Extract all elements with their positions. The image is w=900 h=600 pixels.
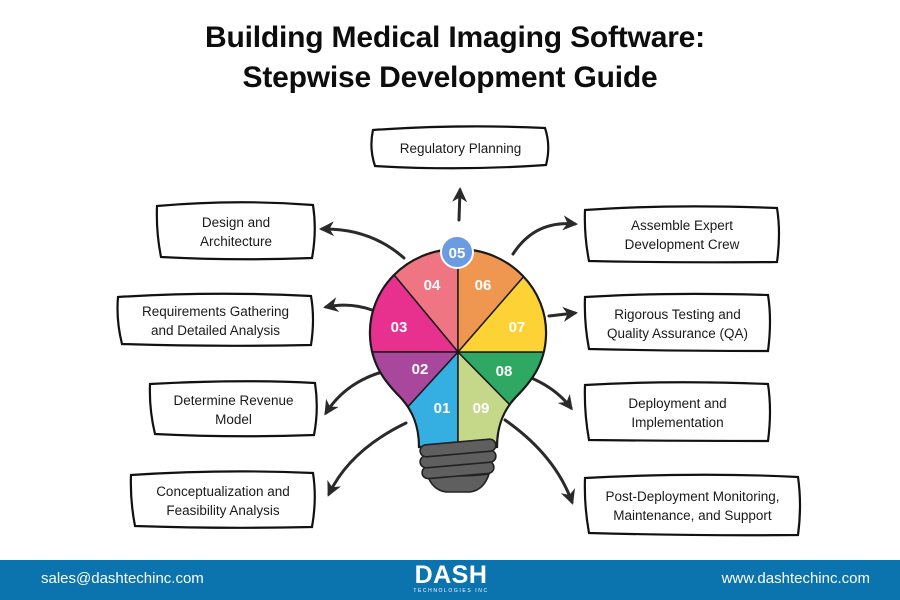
box-assemble-crew (583, 205, 781, 264)
num-04: 04 (424, 277, 441, 294)
box-revenue-model (148, 380, 318, 438)
arrow-to-design (319, 221, 406, 260)
arrow-to-requirements (323, 297, 374, 312)
step-label: Post-Deployment Monitoring,Maintenance, … (605, 489, 780, 523)
arrow-to-post-deployment (503, 418, 575, 505)
box-conceptualization (129, 470, 316, 529)
step-boxes (116, 125, 802, 537)
footer-email-link[interactable]: sales@dashtechinc.com (41, 570, 204, 587)
segment-05-badge (440, 235, 474, 269)
arrow-to-crew (511, 215, 578, 256)
segment-numbers: 05 04 06 03 07 02 08 01 09 (391, 245, 526, 417)
bulb-base (419, 438, 497, 493)
num-09: 09 (473, 400, 490, 417)
footer-bar: sales@dashtechinc.com DASH TECHNOLOGIES … (0, 560, 900, 600)
footer-website-link[interactable]: www.dashtechinc.com (721, 570, 870, 587)
arrow-to-conceptualization (327, 421, 408, 497)
box-deployment (583, 381, 772, 443)
title-line-2: Stepwise Development Guide (242, 61, 658, 94)
box-testing-qa (583, 292, 772, 353)
num-07: 07 (509, 319, 526, 336)
arrow-to-regulatory (452, 187, 468, 222)
num-06: 06 (475, 277, 492, 294)
arrow-to-testing (547, 306, 578, 322)
num-08: 08 (496, 363, 513, 380)
arrows (319, 187, 578, 505)
step-post-deployment: Post-Deployment Monitoring,Maintenance, … (585, 477, 800, 535)
title-line-1: Building Medical Imaging Software: (205, 21, 705, 54)
box-post-deployment (583, 473, 802, 537)
num-02: 02 (412, 361, 429, 378)
page-title: Building Medical Imaging Software: Stepw… (0, 18, 900, 98)
diagram-canvas: 05 04 06 03 07 02 08 01 09 (116, 125, 802, 537)
box-regulatory-planning (370, 125, 550, 170)
step-regulatory-planning: Regulatory Planning (373, 128, 548, 168)
num-05: 05 (449, 245, 466, 262)
box-design-architecture (155, 201, 316, 261)
logo-subtitle: TECHNOLOGIES INC (413, 588, 489, 594)
step-label: Regulatory Planning (399, 140, 522, 156)
dash-logo: DASH TECHNOLOGIES INC (410, 563, 492, 597)
box-requirements (116, 292, 315, 347)
logo-word: DASH (414, 561, 488, 589)
num-03: 03 (391, 319, 408, 336)
arrow-to-revenue (324, 370, 384, 416)
arrow-to-deployment (527, 375, 573, 411)
num-01: 01 (434, 400, 451, 417)
